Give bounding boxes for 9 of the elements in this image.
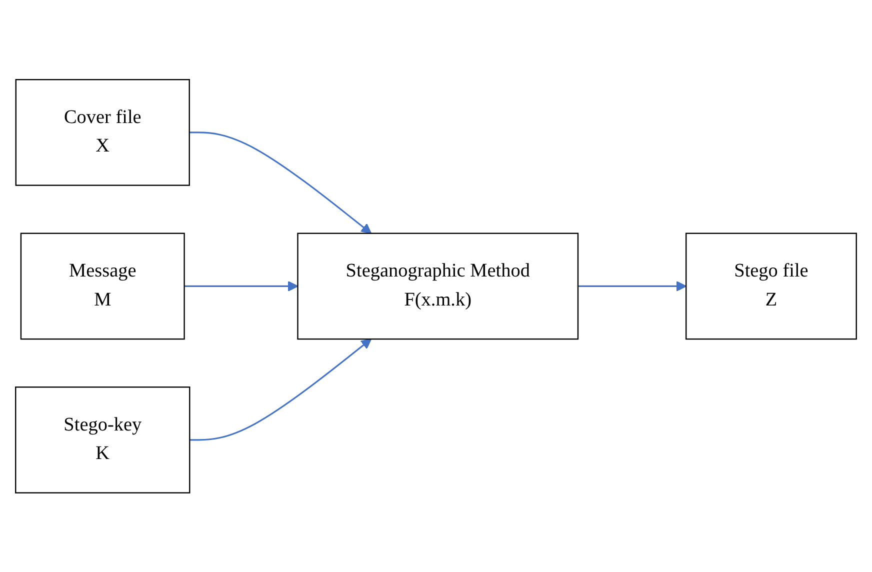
node-box: Stego-key K	[15, 386, 190, 494]
node-box: Cover file X	[15, 78, 190, 186]
arrow	[578, 280, 687, 292]
arrow	[190, 338, 372, 441]
arrow	[184, 280, 298, 292]
node-box: Steganographic Method F(x.m.k)	[297, 232, 579, 340]
node-box: Message M	[20, 232, 185, 340]
node-box: Stego file Z	[685, 232, 857, 340]
arrow	[189, 131, 372, 234]
